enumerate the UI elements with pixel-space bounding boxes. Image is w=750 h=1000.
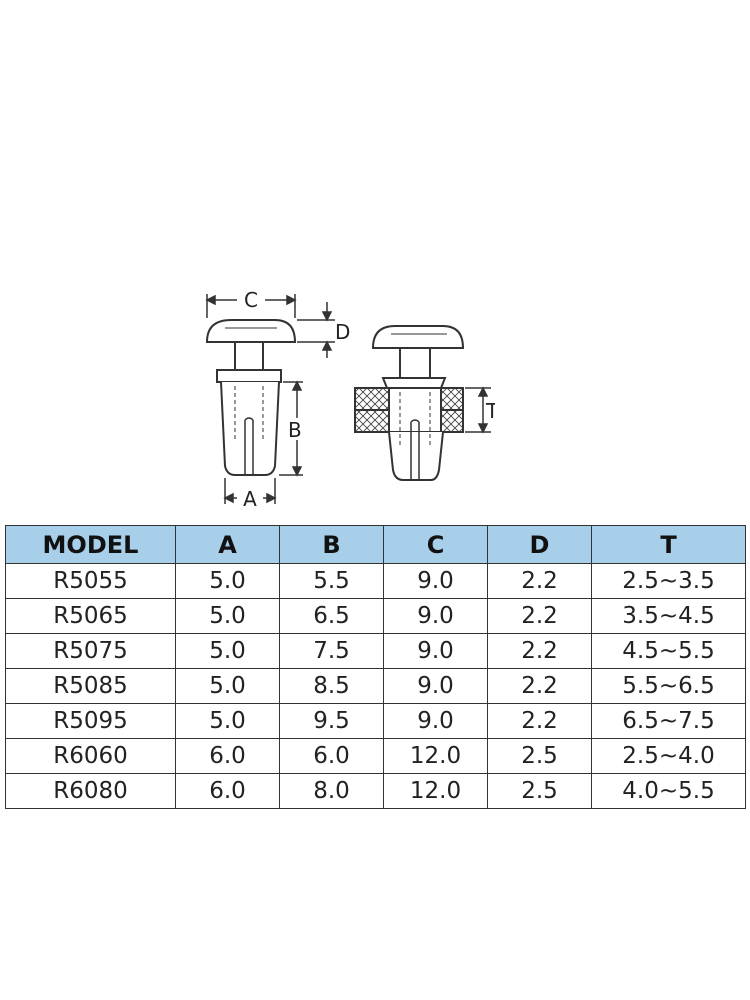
cell-model: R6080 <box>5 773 176 809</box>
table-row: R5085 5.0 8.5 9.0 2.2 5.5~6.5 <box>5 668 746 704</box>
cell-a: 5.0 <box>175 598 280 634</box>
table-row: R5095 5.0 9.5 9.0 2.2 6.5~7.5 <box>5 703 746 739</box>
rivet-legs <box>220 381 280 476</box>
cell-c: 9.0 <box>383 633 488 669</box>
cell-model: R5095 <box>5 703 176 739</box>
cell-b: 5.5 <box>279 563 384 599</box>
cell-b: 9.5 <box>279 703 384 739</box>
cell-d: 2.5 <box>487 738 592 774</box>
cell-d: 2.2 <box>487 563 592 599</box>
header-t: T <box>591 525 746 564</box>
cell-d: 2.5 <box>487 773 592 809</box>
dim-label-d: D <box>335 320 350 344</box>
cell-d: 2.2 <box>487 633 592 669</box>
cell-b: 7.5 <box>279 633 384 669</box>
table-row: R5055 5.0 5.5 9.0 2.2 2.5~3.5 <box>5 563 746 599</box>
cell-c: 12.0 <box>383 738 488 774</box>
cell-model: R5075 <box>5 633 176 669</box>
cell-t: 2.5~3.5 <box>591 563 746 599</box>
table-row: R6060 6.0 6.0 12.0 2.5 2.5~4.0 <box>5 738 746 774</box>
cell-c: 12.0 <box>383 773 488 809</box>
dimension-c <box>205 294 297 318</box>
table-row: R6080 6.0 8.0 12.0 2.5 4.0~5.5 <box>5 773 746 809</box>
rivet-head <box>205 319 297 343</box>
cell-c: 9.0 <box>383 703 488 739</box>
header-d: D <box>487 525 592 564</box>
table-row: R5075 5.0 7.5 9.0 2.2 4.5~5.5 <box>5 633 746 669</box>
dim-label-b: B <box>288 418 302 442</box>
cell-b: 6.0 <box>279 738 384 774</box>
cell-d: 2.2 <box>487 668 592 704</box>
cell-t: 4.5~5.5 <box>591 633 746 669</box>
header-a: A <box>175 525 280 564</box>
cell-model: R5065 <box>5 598 176 634</box>
cell-d: 2.2 <box>487 598 592 634</box>
cell-t: 4.0~5.5 <box>591 773 746 809</box>
rivet-collar <box>216 369 282 383</box>
dimension-t <box>465 386 491 434</box>
cell-a: 6.0 <box>175 773 280 809</box>
cell-d: 2.2 <box>487 703 592 739</box>
dim-label-a: A <box>243 487 257 511</box>
cell-a: 5.0 <box>175 703 280 739</box>
dimension-b <box>279 380 303 477</box>
cell-c: 9.0 <box>383 563 488 599</box>
cell-model: R6060 <box>5 738 176 774</box>
cell-b: 6.5 <box>279 598 384 634</box>
dim-label-c: C <box>244 288 258 312</box>
dimension-a <box>223 478 277 504</box>
rivet-dimension-view <box>205 319 297 476</box>
cell-model: R5085 <box>5 668 176 704</box>
cell-b: 8.5 <box>279 668 384 704</box>
header-model: MODEL <box>5 525 176 564</box>
cell-a: 6.0 <box>175 738 280 774</box>
cell-c: 9.0 <box>383 668 488 704</box>
cell-a: 5.0 <box>175 633 280 669</box>
cell-a: 5.0 <box>175 563 280 599</box>
cell-t: 6.5~7.5 <box>591 703 746 739</box>
table-row: R5065 5.0 6.5 9.0 2.2 3.5~4.5 <box>5 598 746 634</box>
cell-t: 5.5~6.5 <box>591 668 746 704</box>
header-b: B <box>279 525 384 564</box>
rivet-installed-view <box>354 325 465 481</box>
cell-model: R5055 <box>5 563 176 599</box>
header-c: C <box>383 525 488 564</box>
header-row: MODEL A B C D T <box>5 525 746 564</box>
dimension-d <box>297 302 335 358</box>
cell-b: 8.0 <box>279 773 384 809</box>
cell-t: 3.5~4.5 <box>591 598 746 634</box>
cell-c: 9.0 <box>383 598 488 634</box>
cell-a: 5.0 <box>175 668 280 704</box>
spec-table: MODEL A B C D T R5055 5.0 5.5 9.0 2.2 2.… <box>5 525 746 809</box>
dim-label-t: T <box>485 399 495 423</box>
rivet-diagram: C D B A <box>205 288 495 511</box>
cell-t: 2.5~4.0 <box>591 738 746 774</box>
